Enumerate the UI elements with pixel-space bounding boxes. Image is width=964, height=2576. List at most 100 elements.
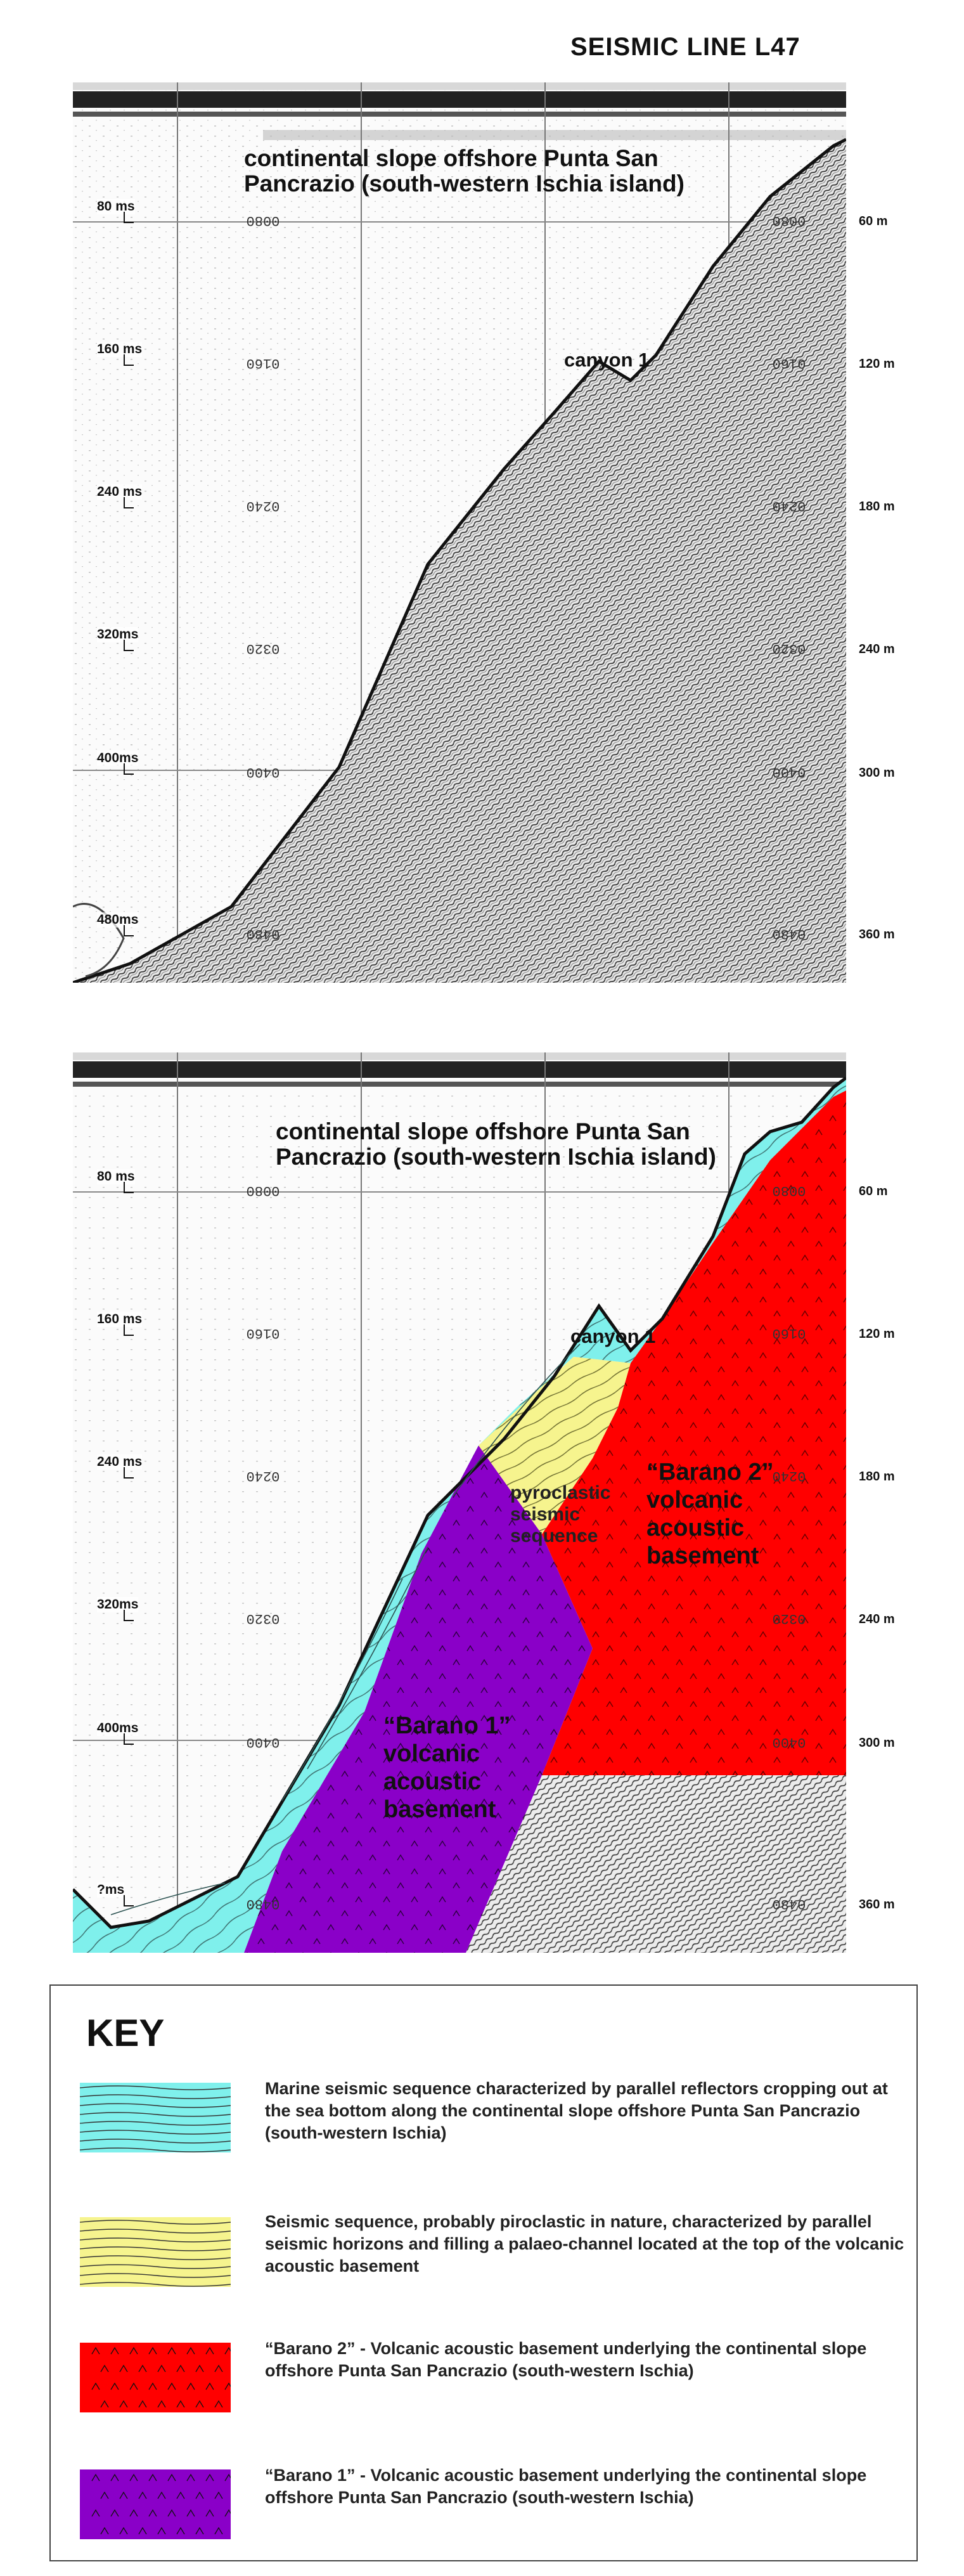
ms-tick-mark [124, 1324, 134, 1336]
ms-tick-label: 240 ms [97, 484, 143, 500]
seismic-reflectors [466, 1775, 846, 1953]
ms-tick-mark [124, 1733, 134, 1745]
barano-1-basement [244, 1446, 593, 1953]
key-description: “Barano 1” - Volcanic acoustic basement … [265, 2466, 867, 2507]
key-title: KEY [86, 2012, 165, 2054]
seismic-reflectors [110, 1343, 581, 1915]
ms-tick-mark [124, 1895, 134, 1906]
ms-tick-mark [124, 212, 134, 223]
key-swatch [80, 2343, 231, 2412]
ms-tick-label: ?ms [97, 1882, 125, 1898]
center-time-tick-label: 0480 [773, 1896, 806, 1912]
figure-title: SEISMIC LINE L47 [570, 33, 800, 61]
depth-tick-label: 300 m [859, 766, 895, 780]
center-time-tick-label: 0480 [247, 1896, 280, 1912]
key-swatch [80, 2469, 231, 2539]
key-item: Seismic sequence, probably piroclastic i… [80, 2211, 904, 2300]
ms-tick-label: 160 ms [97, 342, 143, 357]
ms-tick-mark [124, 925, 134, 936]
location-label: continental slope offshore Punta San Pan… [276, 1118, 716, 1170]
sea-surface-multiple [263, 130, 846, 140]
key-description: Marine seismic sequence characterized by… [265, 2079, 888, 2142]
ms-tick-mark [124, 354, 134, 366]
center-time-tick-label: 0080 [773, 1182, 806, 1198]
depth-tick-label: 360 m [859, 1898, 895, 1912]
ms-tick-label: 400ms [97, 751, 139, 766]
depth-tick-label: 120 m [859, 1327, 895, 1341]
center-time-tick-label: 0240 [773, 1468, 806, 1484]
center-time-tick-label: 0160 [773, 355, 806, 371]
center-time-ticks: 0080 0080 0160 0160 0240 0240 0320 0320 0400 0400… [247, 1182, 806, 1912]
center-time-tick-label: 0320 [773, 640, 806, 656]
ms-tick-label: 320ms [97, 1597, 139, 1612]
center-time-tick-label: 0400 [247, 1734, 280, 1750]
header-band [73, 82, 846, 90]
ms-tick-mark [124, 640, 134, 651]
depth-tick-label: 300 m [859, 1736, 895, 1750]
center-time-tick-label: 0480 [247, 926, 280, 942]
header-band [73, 1052, 846, 1060]
depth-tick-label: 120 m [859, 357, 895, 371]
center-time-tick-label: 0080 [247, 1182, 280, 1198]
header-trace-band [73, 1082, 846, 1087]
center-time-tick-label: 0320 [773, 1610, 806, 1626]
center-time-tick-label: 0160 [247, 1325, 280, 1341]
ms-tick-mark [124, 1467, 134, 1479]
center-time-tick-label: 0160 [773, 1325, 806, 1341]
ms-tick-mark [124, 1182, 134, 1193]
interpreted-seismic-panel: 0080 0080 0160 0160 0240 0240 0320 0320 0400 0400… [73, 1052, 846, 1953]
center-time-tick-label: 0160 [247, 355, 280, 371]
seismic-reflectors [73, 139, 846, 983]
ms-tick-label: 160 ms [97, 1312, 143, 1327]
depth-tick-label: 180 m [859, 1470, 895, 1484]
key-swatch [80, 2217, 231, 2287]
key-description: “Barano 2” - Volcanic acoustic basement … [265, 2339, 867, 2380]
center-time-tick-label: 0320 [247, 1610, 280, 1626]
sea-bottom-reflector [73, 138, 846, 983]
key-swatch [80, 2083, 231, 2152]
key-item: “Barano 2” - Volcanic acoustic basement … [80, 2338, 897, 2426]
center-time-tick-label: 0400 [773, 764, 806, 780]
ms-tick-label: 480ms [97, 912, 139, 928]
ms-tick-label: 320ms [97, 627, 139, 642]
center-time-tick-label: 0320 [247, 640, 280, 656]
center-time-tick-label: 0240 [247, 1468, 280, 1484]
key-description: Seismic sequence, probably piroclastic i… [265, 2212, 904, 2275]
key-item: Marine seismic sequence characterized by… [80, 2078, 897, 2166]
location-label: continental slope offshore Punta San Pan… [244, 145, 684, 197]
header-trace-band [73, 112, 846, 117]
pyroclastic-seismic-sequence [479, 1357, 631, 1534]
depth-tick-label: 60 m [859, 214, 888, 228]
barano-1-label: “Barano 1” volcanic acoustic basement [383, 1712, 511, 1823]
canyon-label: canyon 1 [570, 1325, 656, 1347]
ms-tick-mark [124, 497, 134, 508]
pyroclastic-label: pyroclastic seismic sequence [510, 1482, 611, 1546]
depth-tick-label: 180 m [859, 500, 895, 514]
center-time-tick-label: 0480 [773, 926, 806, 942]
ms-tick-label: 80 ms [97, 1169, 135, 1184]
center-time-tick-label: 0400 [773, 1734, 806, 1750]
center-time-tick-label: 0240 [773, 498, 806, 514]
ms-tick-mark [124, 1610, 134, 1621]
key-item: “Barano 1” - Volcanic acoustic basement … [80, 2464, 897, 2553]
ms-tick-label: 400ms [97, 1721, 139, 1736]
barano-2-basement [542, 1091, 846, 1775]
header-trace-band [73, 1061, 846, 1078]
interpreted-seismic-profile: 0080 0080 0160 0160 0240 0240 0320 0320 0400 0400… [73, 1052, 846, 1953]
ms-tick-label: 240 ms [97, 1454, 143, 1470]
depth-tick-label: 60 m [859, 1184, 888, 1198]
ms-tick-mark [124, 763, 134, 775]
legend-key: KEY Marine seismic sequence characterize… [49, 1984, 918, 2561]
center-time-tick-label: 0400 [247, 764, 280, 780]
ms-tick-label: 80 ms [97, 199, 135, 214]
center-time-tick-label: 0240 [247, 498, 280, 514]
center-time-tick-label: 0080 [247, 212, 280, 228]
canyon-label: canyon 1 [564, 349, 650, 371]
depth-tick-label: 240 m [859, 1612, 895, 1626]
header-trace-band [73, 91, 846, 108]
seismic-reflectors [73, 903, 125, 978]
depth-tick-label: 360 m [859, 928, 895, 942]
